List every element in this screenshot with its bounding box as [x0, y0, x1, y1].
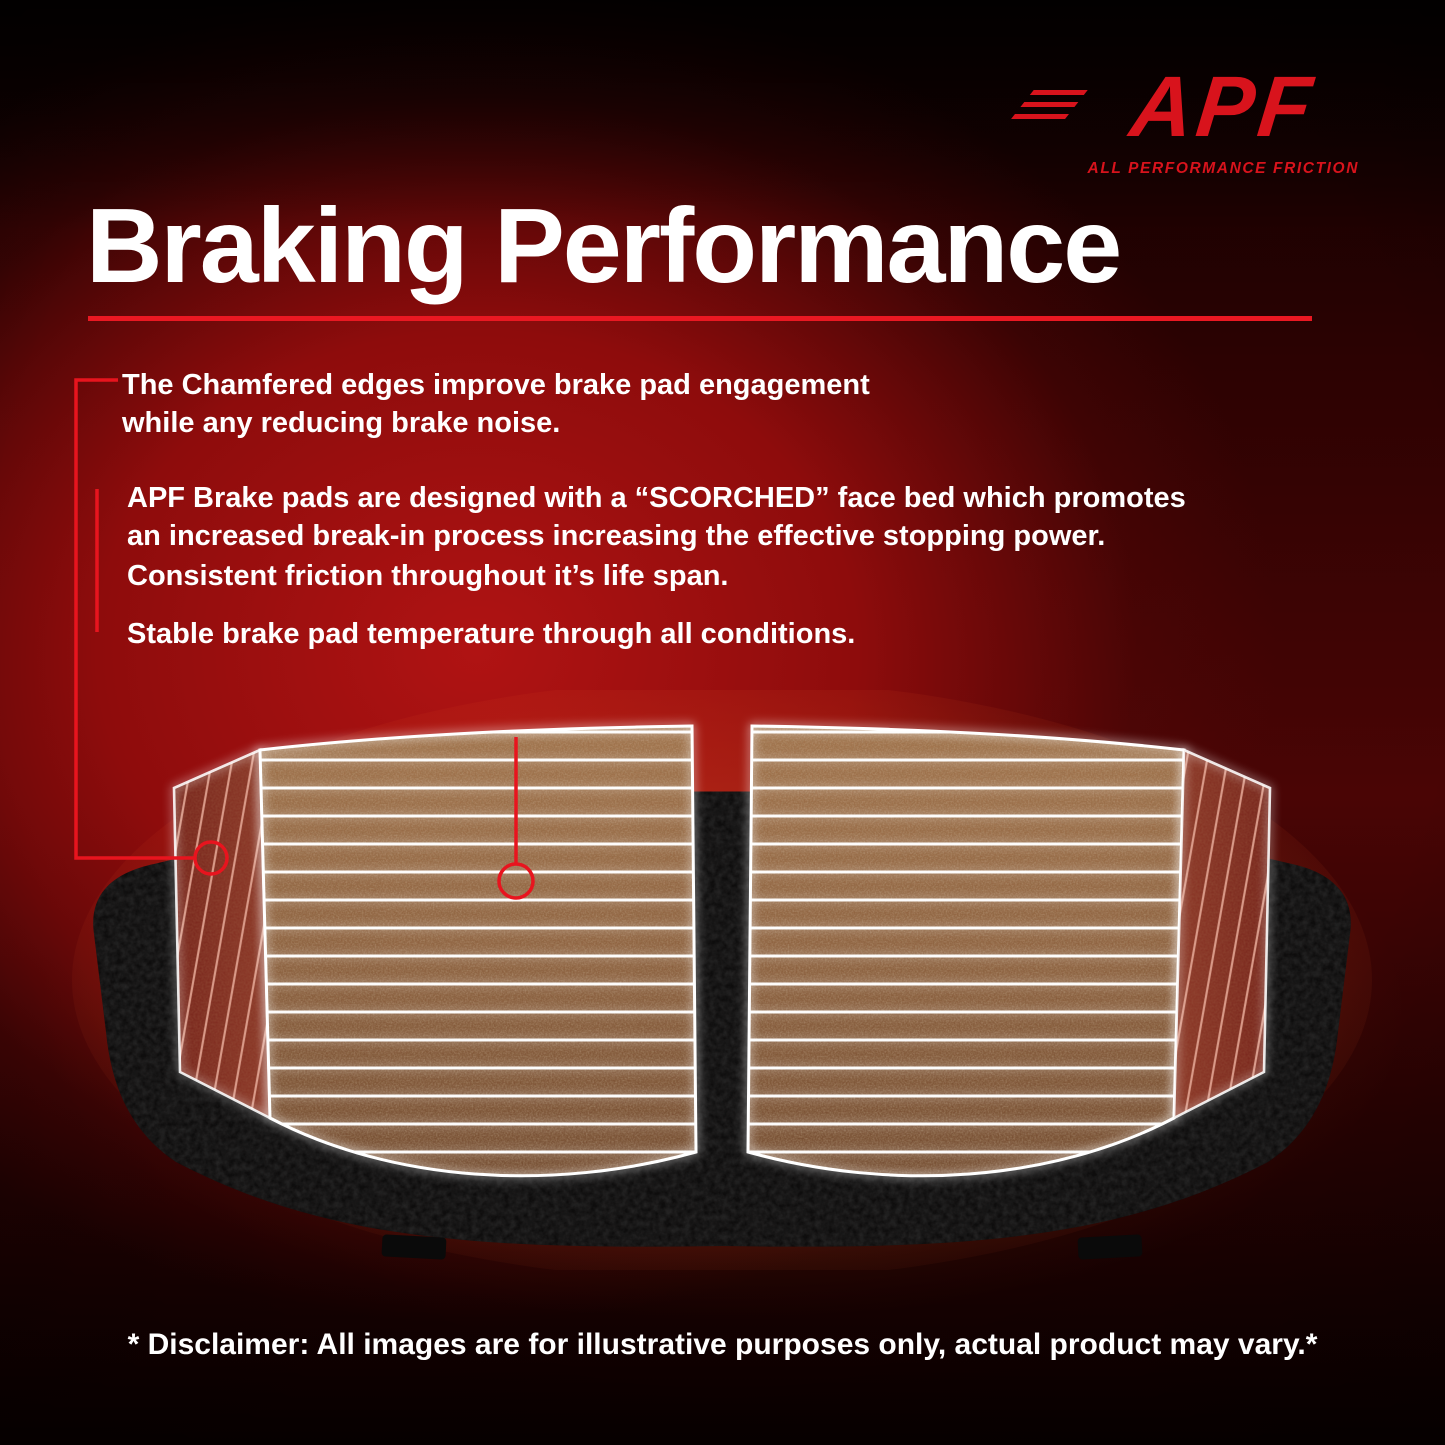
title-underline: [88, 316, 1312, 321]
right-pad-chamfer: [1172, 748, 1272, 1121]
bullet-scorched-face: APF Brake pads are designed with a “SCOR…: [127, 482, 1186, 553]
brake-pads-illustration: [72, 690, 1372, 1270]
apf-logo-wordmark: APF: [1126, 59, 1321, 155]
bullet-consistent-friction: Consistent friction throughout it’s life…: [127, 560, 729, 592]
disclaimer-text: * Disclaimer: All images are for illustr…: [127, 1328, 1318, 1361]
plate-tab-right: [1077, 1234, 1143, 1260]
right-pad-face: [746, 724, 1186, 1178]
bullet-chamfered-edges: The Chamfered edges improve brake pad en…: [122, 369, 870, 440]
apf-logo: APF ALL PERFORMANCE FRICTION: [1009, 59, 1359, 178]
left-pad-face: [258, 724, 698, 1178]
plate-tab-left: [381, 1234, 447, 1260]
page-title: Braking Performance: [86, 187, 1122, 305]
bullet-stable-temperature: Stable brake pad temperature through all…: [127, 618, 856, 650]
logo-speed-lines-icon: [1009, 90, 1088, 120]
apf-logo-tagline: ALL PERFORMANCE FRICTION: [1087, 160, 1359, 177]
